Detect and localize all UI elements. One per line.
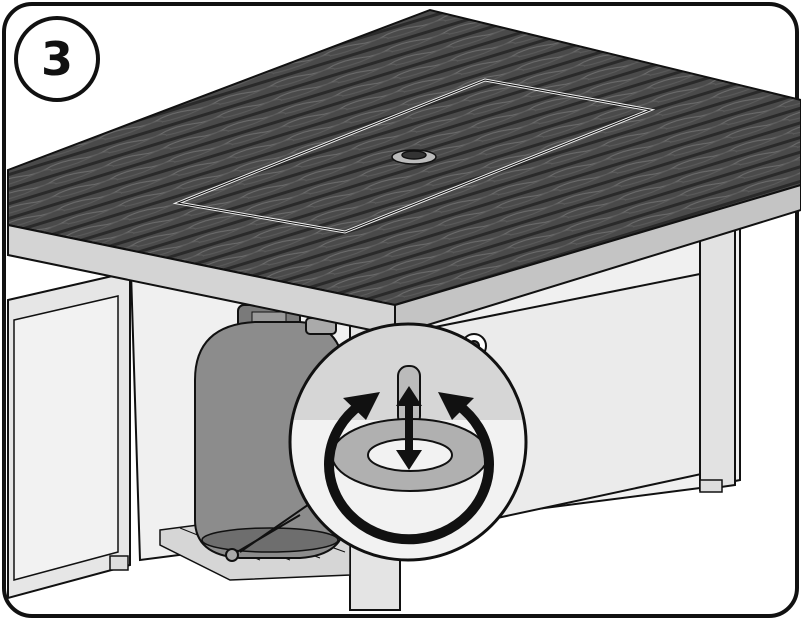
rotate-arrowhead-left	[343, 392, 380, 420]
left-cabinet-panel	[7, 270, 131, 600]
step-number-badge: 3	[14, 16, 100, 102]
rotate-arrow-icon	[324, 400, 494, 545]
callout-leader	[239, 499, 316, 553]
tabletop	[7, 8, 801, 337]
up-down-arrow-icon	[396, 386, 422, 470]
right-leg	[699, 208, 736, 492]
step-number: 3	[40, 32, 73, 86]
rotate-arrowhead-right	[438, 392, 474, 420]
lid-handle	[391, 149, 437, 165]
